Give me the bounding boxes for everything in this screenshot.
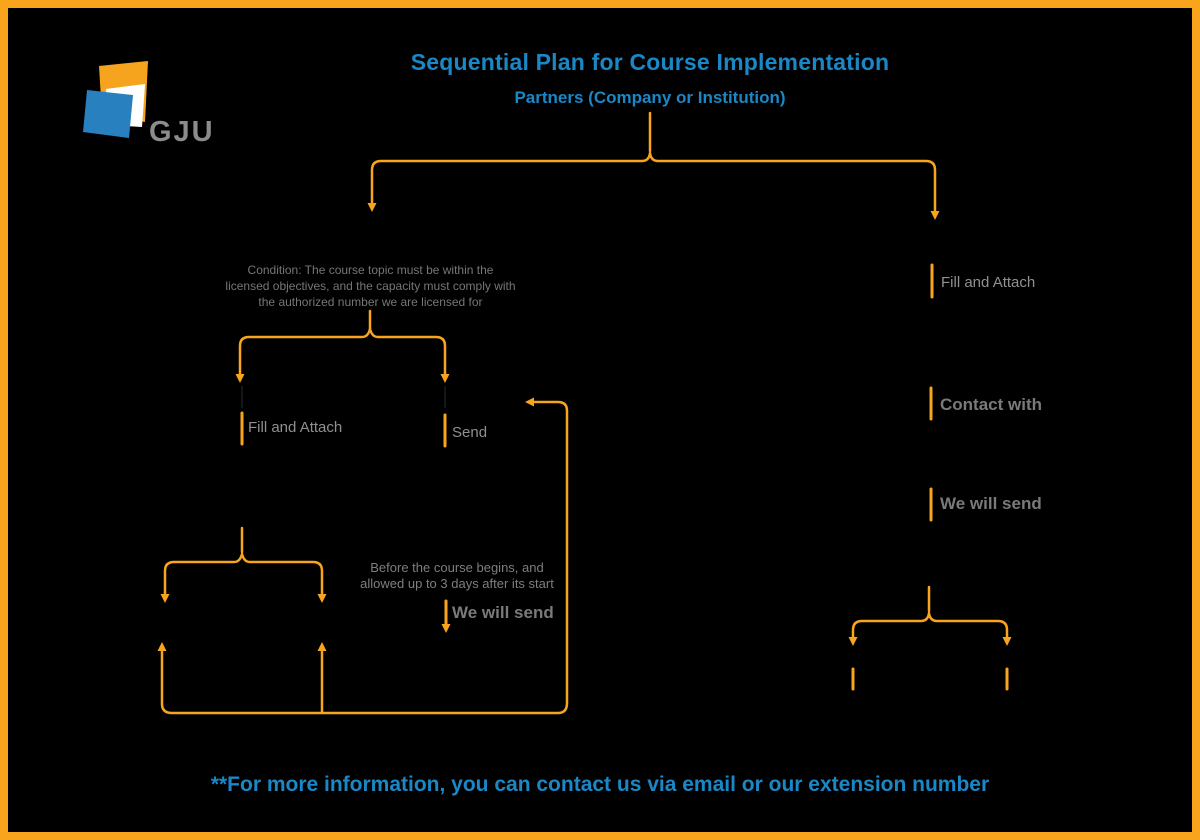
- condition-line-3: the authorized number we are licensed fo…: [258, 295, 483, 309]
- step-label-send: Send: [452, 424, 488, 441]
- page-subtitle: Partners (Company or Institution): [514, 88, 786, 107]
- left-bottom-brace-connector: [160, 526, 327, 603]
- right-bottom-brace-connector: [848, 585, 1012, 646]
- gju-logo: [83, 61, 148, 138]
- top-brace-connector: [367, 151, 940, 220]
- logo-text: GJU: [149, 116, 215, 148]
- page-title: Sequential Plan for Course Implementatio…: [410, 49, 890, 75]
- before-course-note: Before the course begins, and allowed up…: [354, 560, 560, 592]
- step-label-we-will-send-mid: We will send: [452, 603, 554, 622]
- loop-connector: [157, 397, 569, 715]
- before-course-line-2: allowed up to 3 days after its start: [360, 576, 554, 591]
- left-sub-brace-connector: [235, 309, 450, 383]
- condition-note: Condition: The course topic must be with…: [224, 262, 517, 310]
- step-label-fill-attach-left: Fill and Attach: [248, 419, 343, 436]
- step-label-fill-attach-right: Fill and Attach: [941, 274, 1036, 291]
- condition-line-2: licensed objectives, and the capacity mu…: [225, 279, 516, 293]
- step-label-contact-with: Contact with: [940, 395, 1042, 414]
- before-course-line-1: Before the course begins, and: [370, 560, 544, 575]
- footer-note: **For more information, you can contact …: [210, 773, 990, 796]
- logo-blue-shape: [83, 90, 133, 138]
- condition-line-1: Condition: The course topic must be with…: [247, 263, 494, 277]
- step-label-we-will-send-right: We will send: [940, 494, 1042, 513]
- mid-step-line: [441, 599, 451, 633]
